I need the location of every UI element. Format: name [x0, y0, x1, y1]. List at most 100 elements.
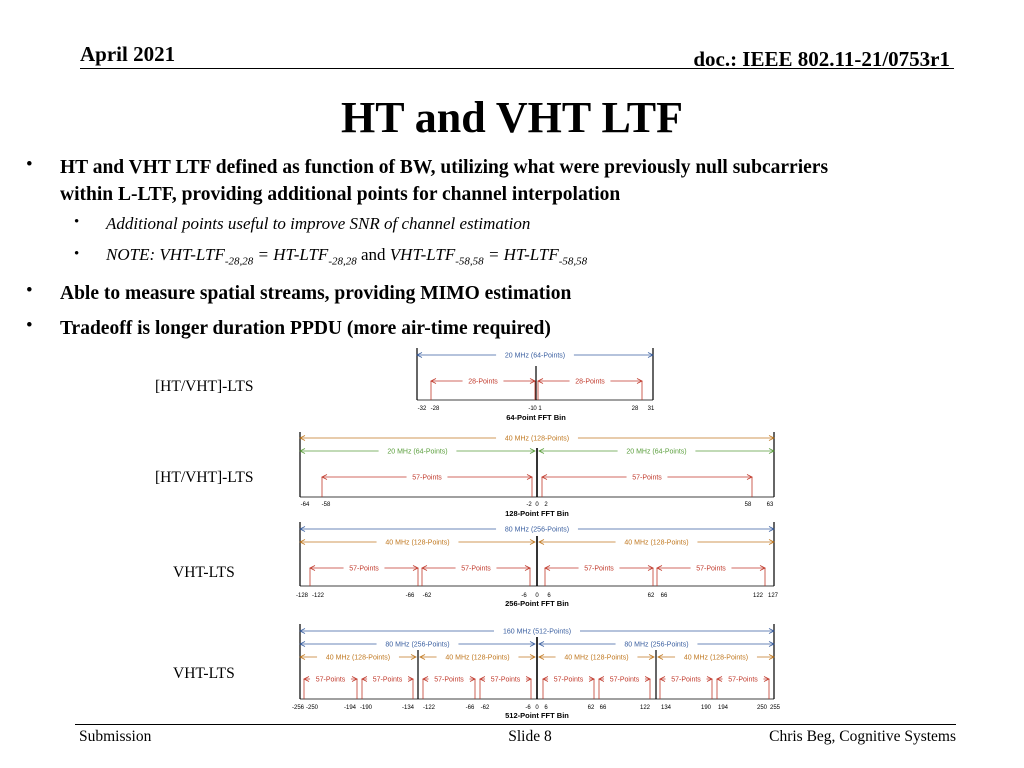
- span-label: 40 MHz (128-Points): [445, 654, 509, 661]
- tick-label: -134: [402, 705, 415, 711]
- span-label: 160 MHz (512-Points): [503, 628, 571, 635]
- span-label-bg: [722, 674, 764, 684]
- header-doc-id: doc.: IEEE 802.11-21/0753r1: [693, 47, 950, 71]
- span-arrowhead: [768, 628, 775, 634]
- tick-label: -190: [360, 705, 373, 711]
- tick-label: 122: [640, 705, 651, 711]
- span-label: 57-Points: [671, 676, 701, 683]
- span-label-bg: [317, 652, 399, 662]
- span-label: 40 MHz (128-Points): [326, 654, 390, 661]
- footer-divider: [75, 724, 956, 725]
- span-arrowhead: [299, 641, 306, 647]
- tick-label: 0: [535, 502, 539, 508]
- span-label: 57-Points: [491, 676, 521, 683]
- row-label-3: VHT-LTS: [173, 564, 235, 581]
- span-arrowhead: [299, 654, 306, 660]
- span-label: 57-Points: [412, 474, 442, 481]
- span-arrowhead: [299, 435, 306, 441]
- span-label: 40 MHz (128-Points): [385, 539, 449, 546]
- span-label: 80 MHz (256-Points): [624, 641, 688, 648]
- tick-label: 31: [648, 406, 655, 412]
- span-arrowhead: [768, 539, 775, 545]
- span-label: 57-Points: [610, 676, 640, 683]
- note-eq-1: = HT-LTF: [253, 245, 329, 264]
- span-arrowhead: [538, 641, 545, 647]
- footer-submission: Submission: [79, 728, 152, 745]
- span-label-bg: [569, 376, 611, 386]
- span-arrowhead: [657, 654, 664, 660]
- note-vht2: VHT-LTF: [389, 245, 456, 264]
- span-arrowhead: [529, 448, 536, 454]
- span-arrowhead: [768, 448, 775, 454]
- span-label-bg: [675, 652, 757, 662]
- span-label-bg: [555, 652, 638, 662]
- note-sub-4: -58,58: [558, 255, 588, 268]
- footer-slide-number: Slide 8: [508, 728, 552, 745]
- span-arrowhead: [299, 448, 306, 454]
- span-label-bg: [406, 472, 448, 482]
- span-arrowhead: [529, 641, 536, 647]
- sub-bullet-note: NOTE: VHT-LTF-28,28 = HT-LTF-28,28 and V…: [106, 245, 587, 267]
- note-prefix: NOTE: VHT-LTF: [106, 245, 225, 264]
- note-and: and: [356, 245, 390, 264]
- span-label: 57-Points: [373, 676, 403, 683]
- header-divider: [80, 68, 954, 69]
- tick-label: -58: [322, 502, 331, 508]
- tick-label: -250: [306, 705, 319, 711]
- span-label-bg: [376, 537, 459, 547]
- tick-label: 2: [544, 502, 548, 508]
- tick-label: 63: [767, 502, 774, 508]
- span-arrowhead: [648, 654, 655, 660]
- span-label: 40 MHz (128-Points): [624, 539, 688, 546]
- tick-label: 66: [661, 593, 668, 599]
- tick-label: 6: [547, 593, 551, 599]
- tick-label: 62: [648, 593, 655, 599]
- span-label: 57-Points: [316, 676, 346, 683]
- span-label-bg: [462, 376, 504, 386]
- span-label-bg: [496, 350, 574, 360]
- tick-label: 255: [770, 705, 781, 711]
- tick-label: 66: [600, 705, 607, 711]
- span-label: 28-Points: [575, 378, 605, 385]
- span-label-bg: [617, 446, 696, 456]
- tick-label: -6: [521, 593, 527, 599]
- span-label-bg: [376, 639, 459, 649]
- tick-label: 194: [718, 705, 729, 711]
- span-arrowhead: [768, 654, 775, 660]
- span-arrowhead: [529, 539, 536, 545]
- span-label: 57-Points: [349, 565, 379, 572]
- tick-label: 134: [661, 705, 672, 711]
- span-arrowhead: [410, 654, 417, 660]
- note-sub-3: -58,58: [455, 255, 484, 268]
- span-arrowhead: [299, 526, 306, 532]
- span-label: 80 MHz (256-Points): [505, 526, 569, 533]
- span-label-bg: [428, 674, 470, 684]
- span-label: 57-Points: [632, 474, 662, 481]
- tick-label: 28: [632, 406, 639, 412]
- span-arrowhead: [299, 628, 306, 634]
- span-arrowhead: [529, 654, 536, 660]
- sub-bullet-1: Additional points useful to improve SNR …: [106, 214, 531, 233]
- span-label-bg: [378, 446, 457, 456]
- row-label-2: [HT/VHT]-LTS: [155, 469, 254, 486]
- span-label: 40 MHz (128-Points): [564, 654, 628, 661]
- span-label-bg: [310, 674, 351, 684]
- tick-label: -194: [344, 705, 357, 711]
- span-arrowhead: [299, 539, 306, 545]
- bullet-3: Tradeoff is longer duration PPDU (more a…: [60, 318, 551, 339]
- span-arrowhead: [416, 352, 423, 358]
- tick-label: 190: [701, 705, 712, 711]
- span-label-bg: [690, 563, 732, 573]
- span-arrowhead: [768, 641, 775, 647]
- tick-label: 250: [757, 705, 768, 711]
- tick-label: -32: [418, 406, 427, 412]
- span-label-bg: [496, 433, 578, 443]
- span-label: 57-Points: [461, 565, 491, 572]
- span-label: 40 MHz (128-Points): [505, 435, 569, 442]
- sub-bullet-marker: •: [74, 246, 80, 262]
- tick-label: -62: [423, 593, 432, 599]
- tick-label: -256: [292, 705, 305, 711]
- span-label: 20 MHz (64-Points): [626, 448, 686, 455]
- span-arrowhead: [768, 435, 775, 441]
